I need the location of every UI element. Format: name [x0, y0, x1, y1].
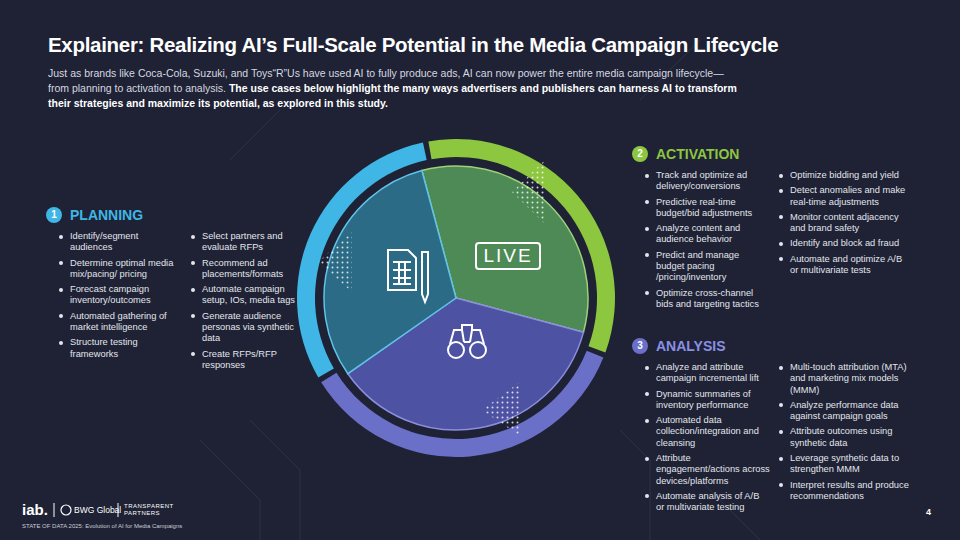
intro-paragraph: Just as brands like Coca-Cola, Suzuki, a…	[48, 66, 738, 111]
bullet-list: Optimize bidding and yieldDetect anomali…	[778, 170, 908, 276]
bullet-item: Identify/segment audiences	[58, 231, 176, 254]
step-number: 3	[637, 341, 643, 351]
bullet-item: Determine optimal media mix/pacing/ pric…	[58, 258, 176, 281]
bullet-item: Detect anomalies and make real-time adju…	[778, 185, 908, 208]
bullet-item: Recommend ad placements/formats	[190, 258, 302, 281]
section-heading: PLANNING	[70, 207, 143, 223]
bullet-item: Leverage synthetic data to strengthen MM…	[778, 453, 918, 476]
bullet-item: Dynamic summaries of inventory performan…	[644, 389, 770, 412]
document-icon	[388, 250, 428, 302]
live-text: LIVE	[483, 245, 532, 266]
ring-segment	[297, 142, 427, 377]
bullet-item: Identify and block ad fraud	[778, 238, 908, 249]
bullet-item: Multi-touch attribution (MTA) and market…	[778, 362, 918, 396]
bullet-list: Analyze and attribute campaign increment…	[644, 362, 770, 514]
section-heading: ACTIVATION	[656, 146, 739, 162]
bullet-list: Multi-touch attribution (MTA) and market…	[778, 362, 918, 502]
bullet-item: Automated data collection/integration an…	[644, 415, 770, 449]
bullet-item: Analyze content and audience behavior	[644, 223, 770, 246]
bullet-item: Predictive real-time budget/bid adjustme…	[644, 197, 770, 220]
bullet-list: Track and optimize ad delivery/conversio…	[644, 170, 770, 310]
dot-triangle	[512, 160, 545, 224]
dot-triangle	[318, 232, 352, 292]
ring-segment	[321, 351, 603, 457]
lifecycle-donut	[297, 139, 615, 457]
step-number-circle: 1	[46, 207, 62, 223]
step-number: 2	[637, 149, 643, 159]
logo-text: BWG Global	[74, 505, 121, 515]
bullet-item: Attribute engagement/actions across devi…	[644, 453, 770, 487]
binoculars-icon	[448, 325, 486, 358]
bullet-item: Optimize bidding and yield	[778, 170, 908, 181]
bullet-item: Predict and manage budget pacing /pricin…	[644, 250, 770, 284]
live-badge: LIVE	[475, 242, 540, 270]
bullet-item: Structure testing frameworks	[58, 337, 176, 360]
page-number: 4	[926, 507, 931, 517]
step-number: 1	[51, 210, 57, 220]
bullet-item: Automate and optimize A/B or multivariat…	[778, 254, 908, 277]
bullet-item: Attribute outcomes using synthetic data	[778, 426, 918, 449]
bullet-item: Create RFPs/RFP responses	[190, 349, 302, 372]
bullet-item: Optimize cross-channel bids and targetin…	[644, 288, 770, 311]
bullet-item: Analyze and attribute campaign increment…	[644, 362, 770, 385]
logo-text: TRANSPARENT PARTNERS	[124, 503, 172, 517]
bullet-item: Select partners and evaluate RFPs	[190, 231, 302, 254]
bullet-list: Identify/segment audiencesDetermine opti…	[58, 231, 176, 360]
step-number-circle: 2	[632, 146, 648, 162]
bullet-item: Automated gathering of market intelligen…	[58, 311, 176, 334]
dot-triangle	[482, 382, 520, 436]
bullet-item: Generate audience personas via synthetic…	[190, 311, 302, 345]
bullet-item: Track and optimize ad delivery/conversio…	[644, 170, 770, 193]
page-title: Explainer: Realizing AI’s Full-Scale Pot…	[48, 33, 778, 57]
bwg-mark	[61, 505, 71, 515]
bullet-item: Automate campaign setup, IOs, media tags	[190, 284, 302, 307]
bullet-item: Interpret results and produce recommenda…	[778, 480, 918, 503]
step-number-circle: 3	[632, 338, 648, 354]
bullet-item: Automate analysis of A/B or multivariate…	[644, 491, 770, 514]
footer-caption: STATE OF DATA 2025: Evolution of AI for …	[22, 523, 182, 529]
bullet-item: Forecast campaign inventory/outcomes	[58, 284, 176, 307]
logo-text: iab.	[22, 501, 48, 518]
ring-segment	[428, 139, 615, 352]
bullet-item: Analyze performance data against campaig…	[778, 400, 918, 423]
bullet-item: Monitor content adjacency and brand safe…	[778, 212, 908, 235]
bullet-list: Select partners and evaluate RFPsRecomme…	[190, 231, 302, 371]
section-heading: ANALYSIS	[656, 338, 726, 354]
